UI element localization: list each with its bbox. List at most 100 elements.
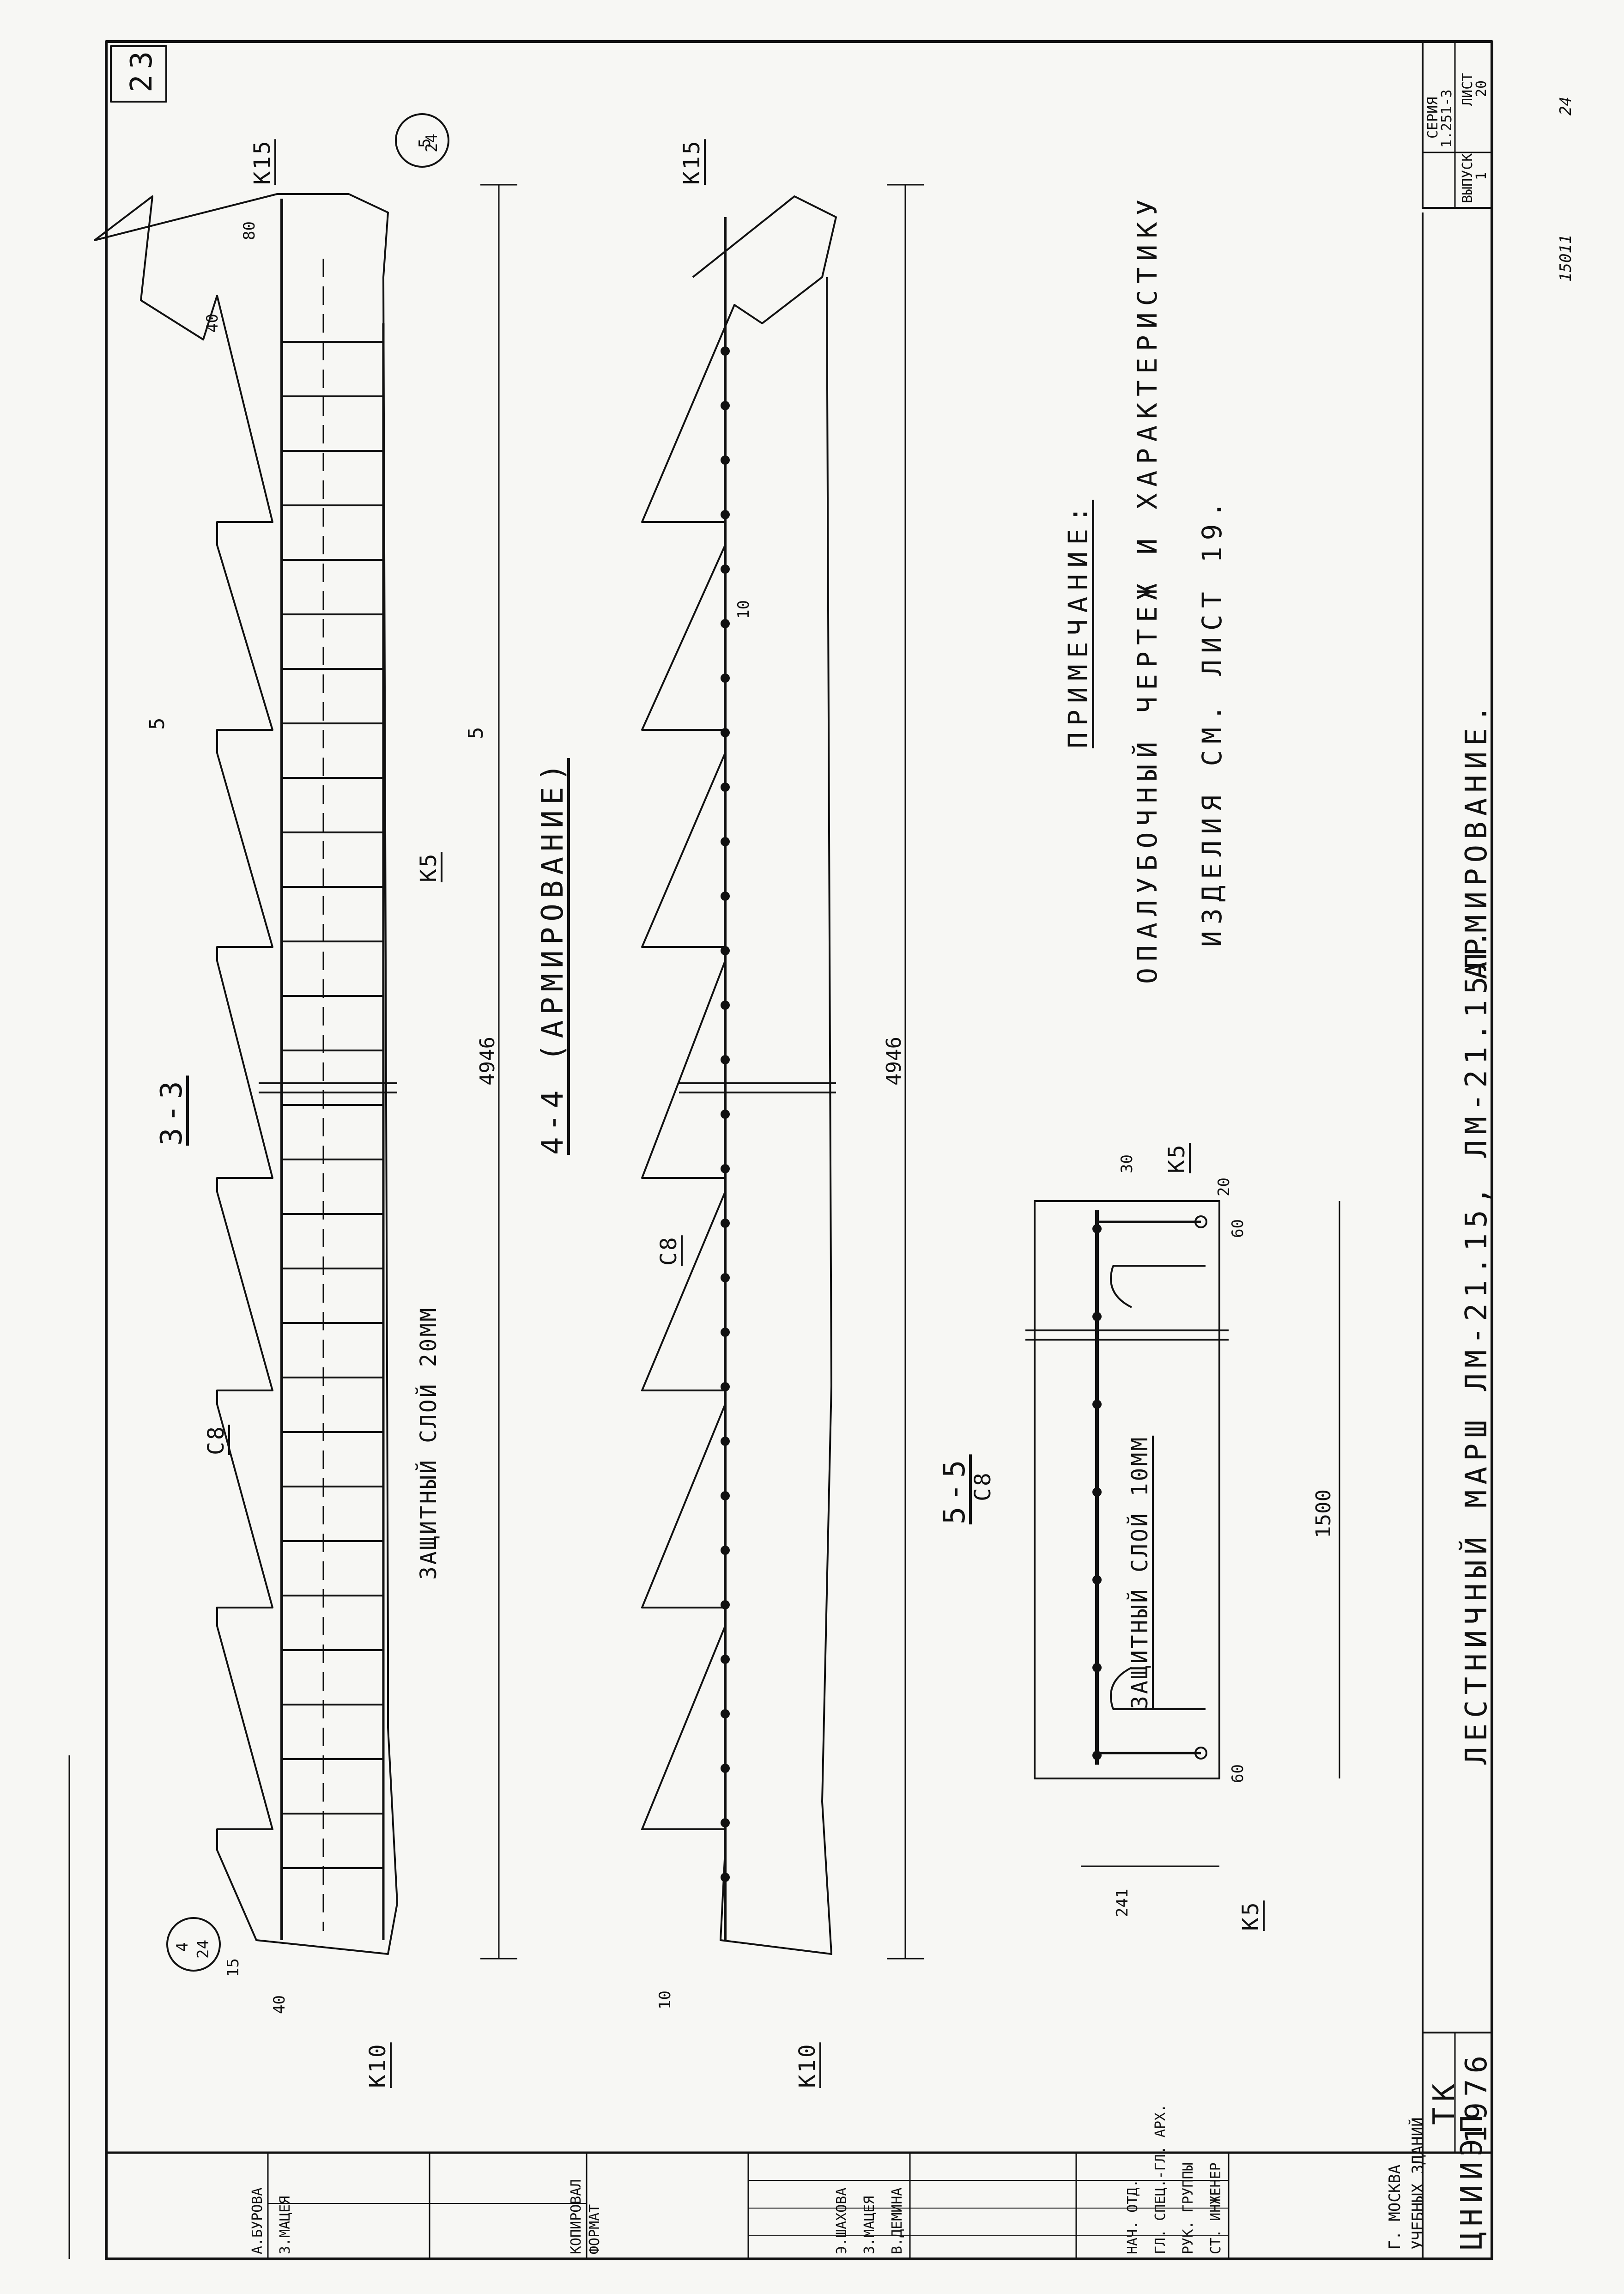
page-number-box <box>110 45 167 103</box>
rebar-dot <box>1092 1487 1102 1497</box>
sheet-value: 20 <box>1473 80 1490 97</box>
section-4-4-break <box>679 1082 836 1093</box>
dim-20: 20 <box>1215 1177 1233 1196</box>
rebar-dot <box>721 564 730 574</box>
section-5-5-outline <box>1034 1200 1220 1779</box>
rebar-dot <box>721 1491 730 1500</box>
rebar-dot <box>721 1328 730 1337</box>
section-3-3-stirrups <box>282 341 383 1869</box>
issue-value: 1 <box>1473 171 1490 180</box>
section-4-4-title: 4-4 (АРМИРОВАНИЕ) <box>536 758 570 1155</box>
rebar-dot <box>1092 1663 1102 1672</box>
rebar-dot <box>1092 1224 1102 1233</box>
dim-60-bottom: 60 <box>1229 1764 1247 1783</box>
section-4-4-dim-10-end: 10 <box>656 1991 674 2009</box>
page-number: 23 <box>125 45 159 92</box>
rebar-dot <box>721 1437 730 1446</box>
section-4-4-label-k15: К15 <box>679 139 705 185</box>
section-3-3-length: 4946 <box>476 1037 499 1086</box>
rebar-dot <box>721 783 730 792</box>
rebar-dot <box>1092 1751 1102 1760</box>
org-line-3: Г. МОСКВА <box>1386 2164 1404 2250</box>
titleblock-year: 1976 <box>1460 2050 1494 2143</box>
section-5-5-label-k5-bottom: К5 <box>1238 1900 1264 1931</box>
section-5-5-break <box>1025 1329 1229 1341</box>
callout-bottom-sheet: 24 <box>194 1940 212 1959</box>
rebar-dot <box>721 1655 730 1664</box>
note-line-1: ОПАЛУБОЧНЫЙ ЧЕРТЕЖ И ХАРАКТЕРИСТИКУ <box>1132 193 1163 984</box>
section-5-5-subtitle: С8 <box>970 1471 996 1501</box>
dim-15: 15 <box>224 1958 242 1977</box>
rebar-dot <box>721 619 730 628</box>
org-line-2: УЧЕБНЫХ ЗДАНИЙ <box>1409 2117 1427 2250</box>
role-1: СТ. ИНЖЕНЕР <box>1208 2162 1224 2254</box>
name-2: З.МАЦЕЯ <box>861 2196 878 2254</box>
section-5-5-width: 1500 <box>1312 1489 1335 1538</box>
rebar-dot <box>721 1164 730 1173</box>
rebar-dot <box>721 1709 730 1718</box>
section-5-5-rebar-dots <box>1092 1224 1102 1760</box>
check-name: З.МАЦЕЯ <box>277 2196 293 2254</box>
dim-241: 241 <box>1113 1888 1132 1917</box>
role-3: ГЛ. СПЕЦ.-ГЛ. АРХ. <box>1152 2104 1169 2254</box>
section-4-4-label-k10: К10 <box>794 2042 820 2088</box>
section-3-3-cover-layer: ЗАЩИТНЫЙ СЛОЙ 20ММ <box>416 1306 442 1580</box>
titleblock-code: ТК <box>1427 2078 1461 2125</box>
name-1: В.ДЕМИНА <box>889 2187 905 2255</box>
rebar-dot <box>721 1273 730 1282</box>
rebar-dot <box>721 1600 730 1609</box>
section-4-4-label-c8: С8 <box>656 1235 682 1266</box>
rebar-dot <box>721 674 730 683</box>
role-2: РУК. ГРУППЫ <box>1180 2162 1196 2254</box>
rebar-dot <box>721 1110 730 1119</box>
label-c8: С8 <box>203 1425 229 1455</box>
rebar-dot <box>721 346 730 356</box>
handwritten-number-a: 15011 <box>1557 234 1575 282</box>
dim-60-top: 60 <box>1229 1219 1247 1238</box>
copy-label: КОПИРОВАЛ <box>568 2179 584 2254</box>
handwritten-number-b: 24 <box>1557 97 1575 115</box>
rebar-dot <box>721 510 730 519</box>
rebar-dot <box>721 1055 730 1064</box>
rebar-dot <box>721 946 730 955</box>
rebar-dot <box>721 1219 730 1228</box>
role-4: НАЧ. ОТД. <box>1125 2179 1141 2254</box>
rebar-dot <box>721 1001 730 1010</box>
rebar-dot <box>721 1818 730 1827</box>
section-4-4-rebar-dots <box>721 346 730 1882</box>
rebar-dot <box>721 401 730 410</box>
section-5-5-title: 5-5 <box>938 1454 972 1524</box>
rebar-dot <box>721 1546 730 1555</box>
callout-bottom <box>166 1917 221 1972</box>
section-3-3-cut-mark-b: 5 <box>464 727 488 740</box>
note-heading: ПРИМЕЧАНИЕ: <box>1062 499 1094 748</box>
note-line-2: ИЗДЕЛИЯ СМ. ЛИСТ 19. <box>1196 495 1228 947</box>
section-4-4-outline <box>641 195 837 1955</box>
dim-30: 30 <box>1118 1154 1136 1173</box>
rebar-dot <box>721 892 730 901</box>
section-5-5-cover-layer: ЗАЩИТНЫЙ СЛОЙ 10ММ <box>1127 1435 1153 1709</box>
rebar-dot <box>721 455 730 465</box>
callout-bottom-num: 4 <box>173 1942 192 1952</box>
format-label: ФОРМАТ <box>587 2204 603 2254</box>
dim-40-bottom: 40 <box>270 1995 289 2014</box>
rebar-dot <box>1092 1575 1102 1584</box>
label-k10: К10 <box>365 2042 391 2088</box>
series-value: 1.251-3 <box>1439 89 1455 148</box>
rebar-dot <box>1092 1312 1102 1321</box>
sheet-frame <box>105 40 1493 2260</box>
rebar-dot <box>721 728 730 737</box>
label-k5: К5 <box>416 852 442 882</box>
section-3-3-title: 3-3 <box>155 1075 189 1146</box>
callout-top-sheet: 24 <box>423 134 441 152</box>
section-4-4-dim-10-mid: 10 <box>734 600 753 619</box>
dim-40-top: 40 <box>203 314 222 333</box>
section-3-3-outline <box>94 193 398 1955</box>
callout-top <box>395 113 449 168</box>
rebar-dot <box>1092 1400 1102 1409</box>
section-3-3-cut-mark-a: 5 <box>145 717 169 730</box>
section-3-3-break <box>259 1082 397 1093</box>
dim-80: 80 <box>240 221 259 240</box>
